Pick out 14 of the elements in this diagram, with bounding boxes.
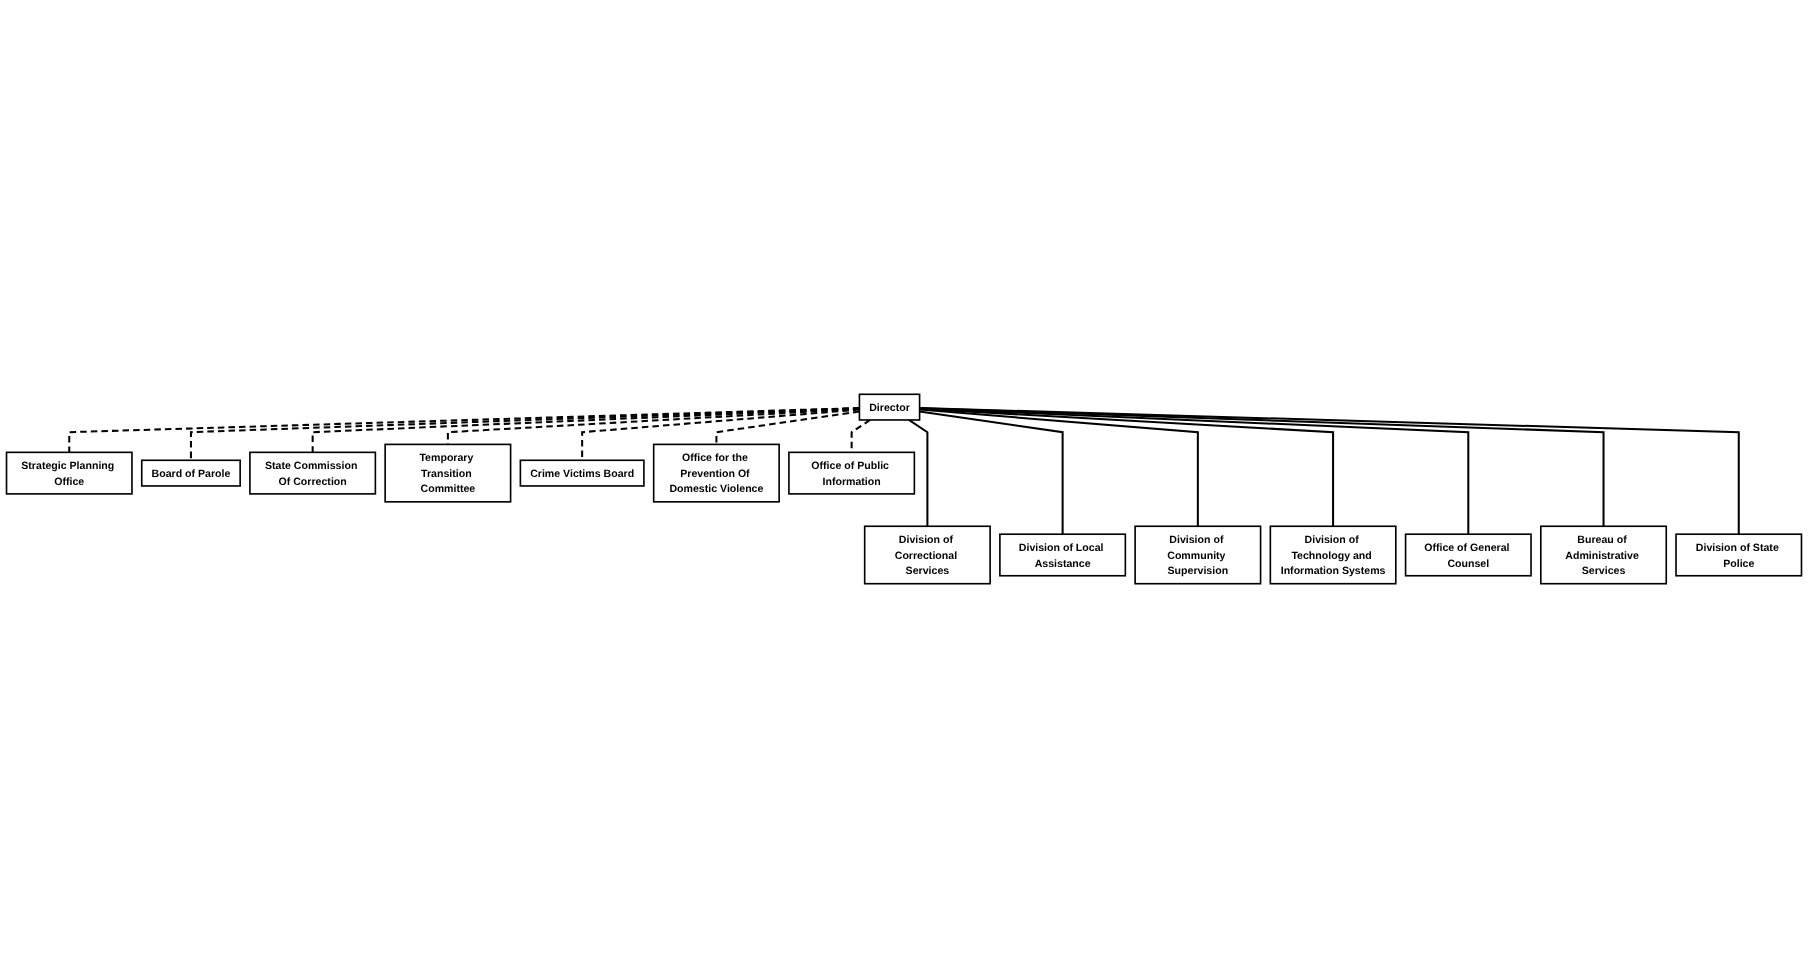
connector: [919, 407, 1335, 527]
connector: [919, 408, 1199, 527]
connector: [908, 419, 929, 527]
connector: [581, 408, 860, 461]
connector: [919, 407, 1605, 527]
connector: [446, 407, 860, 445]
connector: [189, 407, 860, 461]
connector: [311, 407, 860, 453]
connector: [919, 407, 1740, 535]
connector: [919, 410, 1064, 535]
connector: [715, 410, 860, 445]
connector: [919, 407, 1470, 535]
connector: [68, 407, 860, 453]
connector: [850, 419, 871, 453]
